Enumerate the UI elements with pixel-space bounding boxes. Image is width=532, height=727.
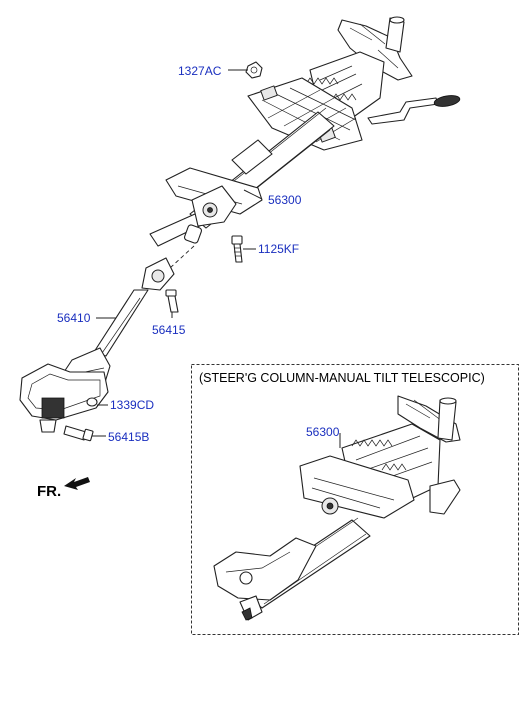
nut-1327AC xyxy=(245,61,263,79)
steering-column-telescopic xyxy=(213,395,461,621)
steering-column-main xyxy=(149,16,461,247)
part-label-1125KF: 1125KF xyxy=(258,242,300,256)
part-label-1327AC: 1327AC xyxy=(178,64,222,78)
intermediate-shaft-56410 xyxy=(19,257,175,433)
bolt-56415B xyxy=(63,425,94,442)
leader-lines xyxy=(92,69,341,448)
inset-title: (STEER'G COLUMN-MANUAL TILT TELESCOPIC) xyxy=(199,371,485,385)
part-label-56300-inset: 56300 xyxy=(306,425,340,439)
part-label-56415B: 56415B xyxy=(108,430,150,444)
front-direction-arrow-icon xyxy=(64,477,90,490)
part-label-56300-main: 56300 xyxy=(268,193,302,207)
front-direction-label: FR. xyxy=(37,483,62,500)
part-label-1339CD: 1339CD xyxy=(110,398,155,412)
part-label-56415: 56415 xyxy=(152,323,186,337)
part-label-56410: 56410 xyxy=(57,311,91,325)
bolt-56415 xyxy=(165,289,179,313)
inset-frame xyxy=(191,364,519,635)
bolt-1125KF xyxy=(231,235,243,263)
nut-1339CD xyxy=(86,397,98,407)
